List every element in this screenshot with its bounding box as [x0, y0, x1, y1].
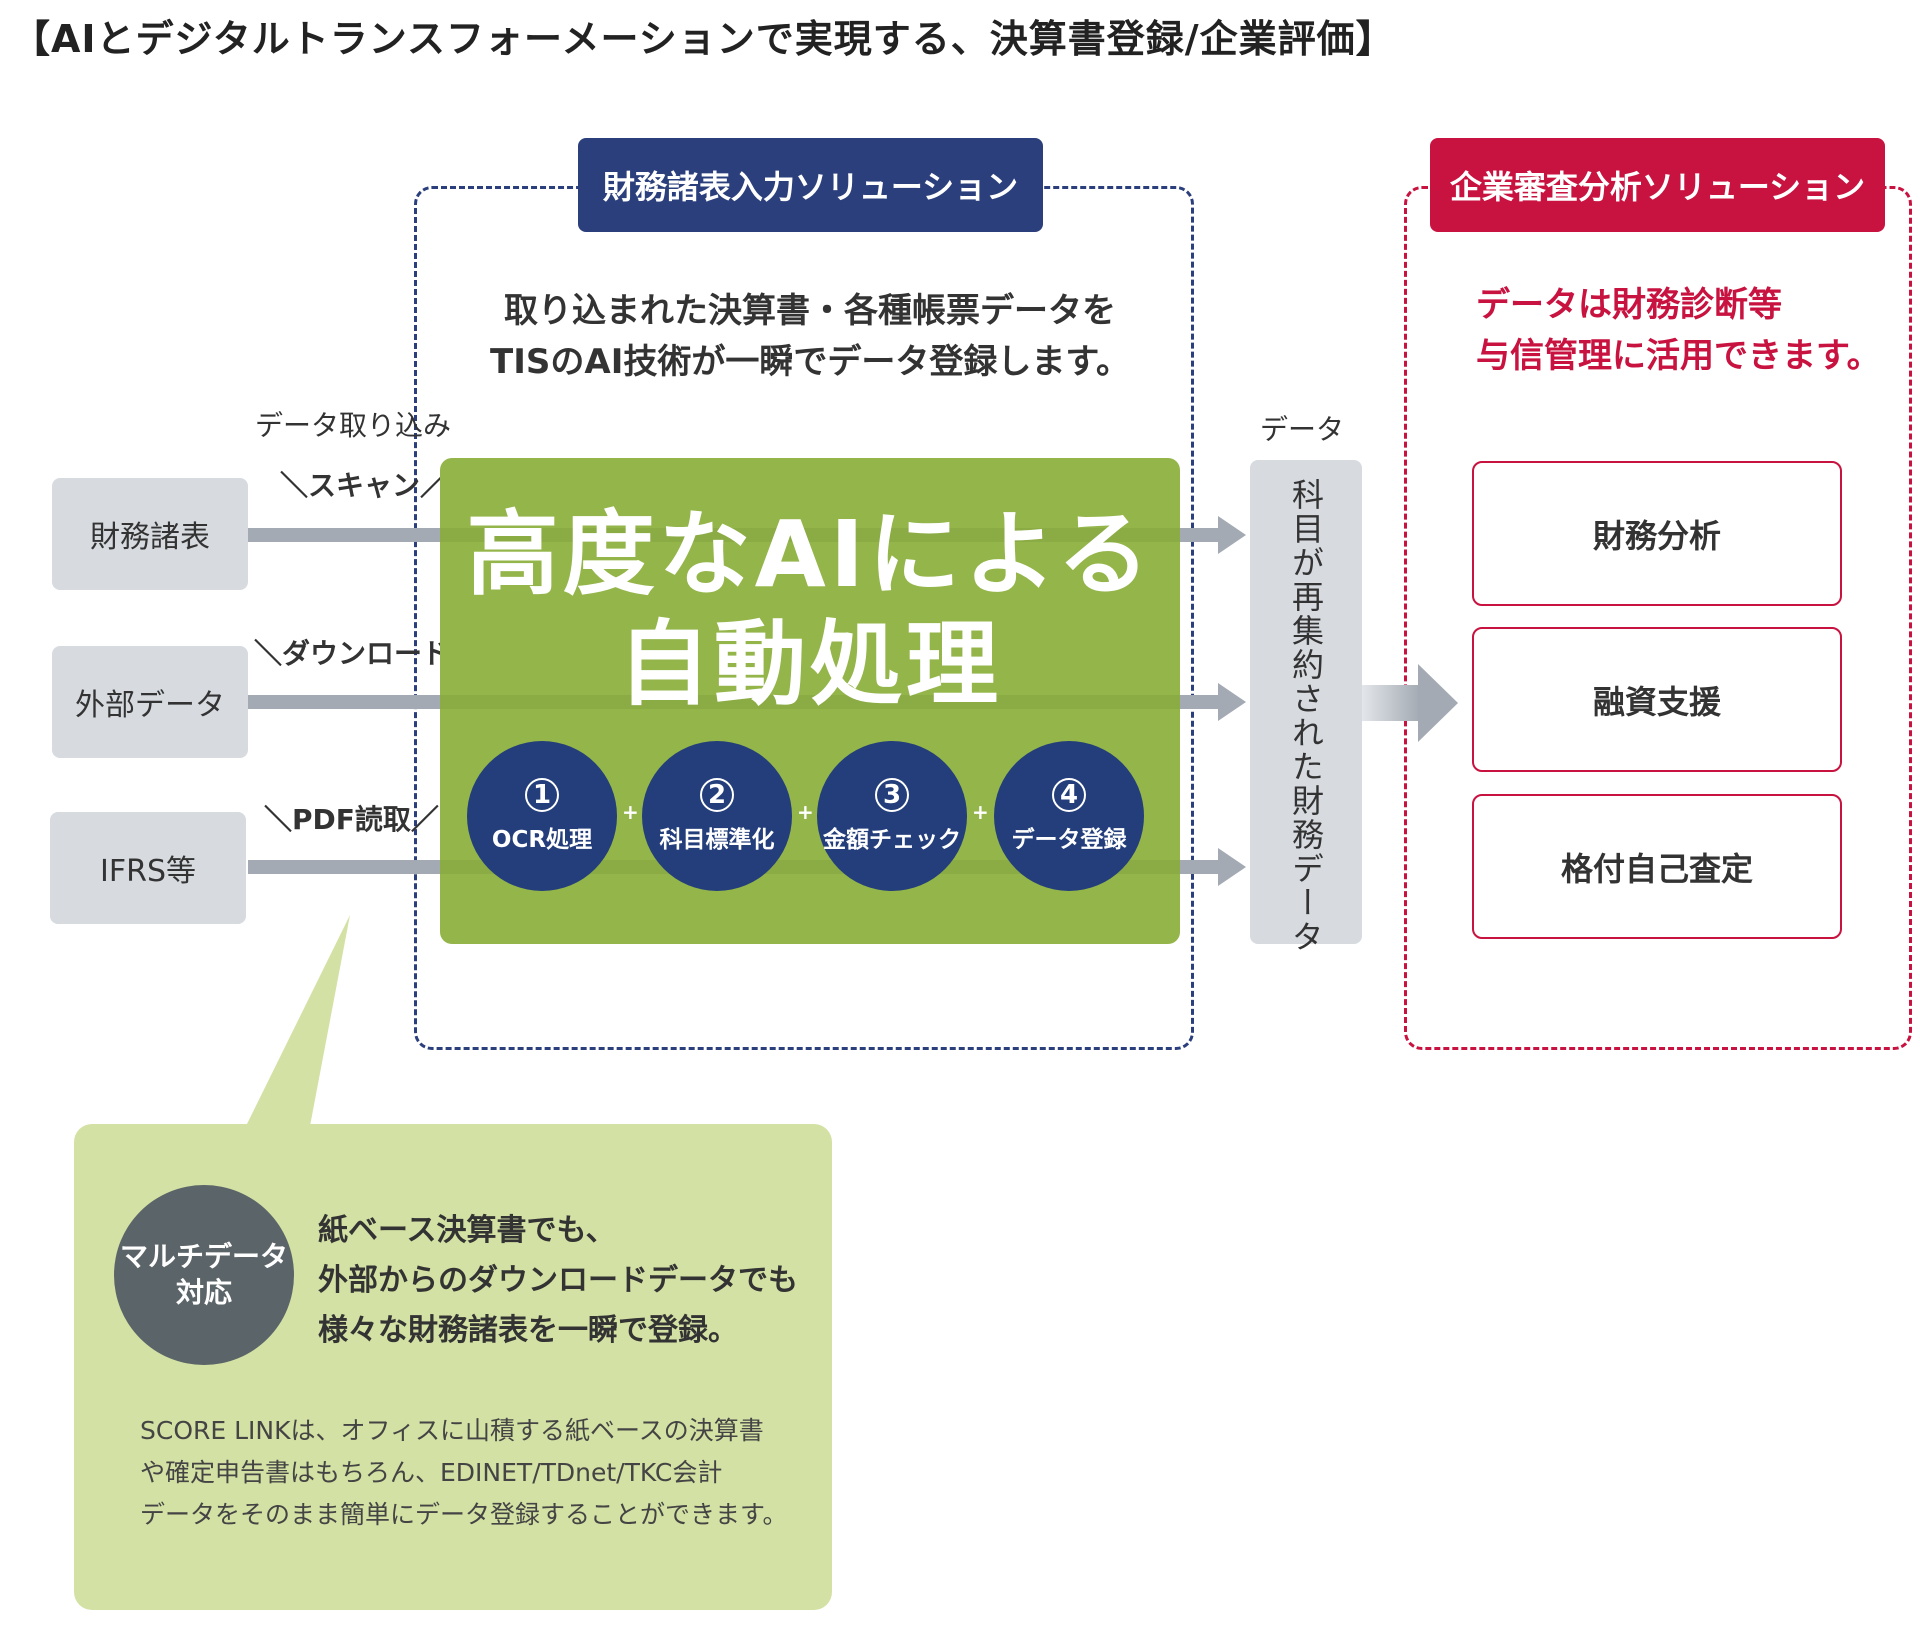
- arrow-right-icon: [1180, 860, 1220, 874]
- callout-sub-text: SCORE LINKは、オフィスに山積する紙ベースの決算書 や確定申告書はもちろ…: [140, 1410, 800, 1536]
- ai-title-line: 高度なAIによる: [466, 501, 1154, 608]
- description-line: 与信管理に活用できます。: [1476, 336, 1881, 376]
- analysis-solution-header: 企業審査分析ソリューション: [1430, 138, 1885, 232]
- step-standardize: 2 科目標準化: [642, 741, 792, 891]
- input-line-3: [248, 860, 448, 874]
- input-line-2: [248, 695, 448, 709]
- source-box-financial-statements: 財務諸表: [52, 478, 248, 590]
- description-line: データは財務診断等: [1476, 285, 1782, 325]
- arrow-right-icon: [1218, 683, 1246, 721]
- method-scan: ＼スキャン／: [280, 469, 449, 502]
- input-solution-header: 財務諸表入力ソリューション: [578, 138, 1043, 232]
- step-number: 4: [1052, 778, 1086, 812]
- plus-sign: +: [797, 800, 814, 824]
- description-line: TISのAI技術が一瞬でデータ登録します。: [490, 342, 1130, 382]
- badge-line: マルチデータ: [119, 1240, 288, 1273]
- arrow-right-icon: [1180, 695, 1220, 709]
- output-financial-analysis: 財務分析: [1472, 461, 1842, 606]
- callout-main-line: 外部からのダウンロードデータでも: [318, 1263, 798, 1298]
- callout-sub-line: データをそのまま簡単にデータ登録することができます。: [140, 1500, 788, 1529]
- intake-label: データ取り込み: [255, 409, 452, 442]
- step-ocr: 1 OCR処理: [467, 741, 617, 891]
- step-number: 3: [875, 778, 909, 812]
- input-line-1: [248, 528, 448, 542]
- step-number: 2: [700, 778, 734, 812]
- plus-sign: +: [622, 800, 639, 824]
- step-data-register: 4 データ登録: [994, 741, 1144, 891]
- callout-pointer: [246, 915, 350, 1126]
- data-column-text: 科目が再集約された財務データ: [1287, 478, 1325, 954]
- description-line: 取り込まれた決算書・各種帳票データを: [504, 291, 1116, 331]
- arrow-right-icon: [1218, 516, 1246, 554]
- input-solution-description: 取り込まれた決算書・各種帳票データを TISのAI技術が一瞬でデータ登録します。: [440, 286, 1180, 388]
- callout-main-text: 紙ベース決算書でも、 外部からのダウンロードデータでも 様々な財務諸表を一瞬で登…: [318, 1206, 818, 1356]
- source-box-external-data: 外部データ: [52, 646, 248, 758]
- callout-sub-line: SCORE LINKは、オフィスに山積する紙ベースの決算書: [140, 1416, 764, 1445]
- analysis-solution-description: データは財務診断等 与信管理に活用できます。: [1476, 280, 1906, 382]
- flow-line-1: [440, 528, 1180, 542]
- flow-line-3: [440, 860, 1180, 874]
- arrow-right-icon: [1418, 664, 1458, 742]
- data-column: [1250, 460, 1362, 944]
- step-amount-check: 3 金額チェック: [817, 741, 967, 891]
- output-loan-support: 融資支援: [1472, 627, 1842, 772]
- callout-main-line: 紙ベース決算書でも、: [318, 1213, 616, 1248]
- data-label: データ: [1260, 413, 1345, 446]
- arrow-right-icon: [1218, 848, 1246, 886]
- step-number: 1: [525, 778, 559, 812]
- multi-data-badge: マルチデータ 対応: [114, 1185, 294, 1365]
- callout-main-line: 様々な財務諸表を一瞬で登録。: [318, 1313, 738, 1348]
- source-box-ifrs: IFRS等: [50, 812, 246, 924]
- step-label: 科目標準化: [659, 827, 775, 853]
- big-arrow-shaft: [1362, 685, 1420, 721]
- step-label: データ登録: [1011, 827, 1127, 853]
- flow-line-2: [440, 695, 1180, 709]
- badge-line: 対応: [175, 1276, 232, 1309]
- callout-sub-line: や確定申告書はもちろん、EDINET/TDnet/TKC会計: [140, 1458, 723, 1487]
- step-label: 金額チェック: [823, 827, 961, 853]
- step-label: OCR処理: [491, 827, 593, 853]
- ai-processing-title: 高度なAIによる 自動処理: [440, 500, 1180, 720]
- ai-title-line: 自動処理: [617, 611, 1002, 718]
- plus-sign: +: [972, 800, 989, 824]
- output-self-rating: 格付自己査定: [1472, 794, 1842, 939]
- method-pdf: ＼PDF読取／: [264, 803, 439, 836]
- page-title: 【AIとデジタルトランスフォーメーションで実現する、決算書登録/企業評価】: [12, 17, 1395, 61]
- arrow-right-icon: [1180, 528, 1220, 542]
